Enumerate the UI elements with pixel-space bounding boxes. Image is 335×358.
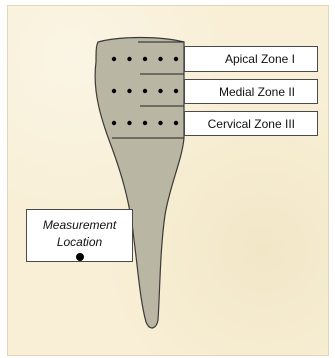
zone-dot xyxy=(158,121,162,125)
measurement-text: Measurement xyxy=(27,217,132,234)
cervical-zone-label: Cervical Zone III xyxy=(184,111,318,136)
measurement-location-box: Measurement Location xyxy=(26,209,133,262)
zone-dot xyxy=(143,89,147,93)
zone-dot xyxy=(127,89,131,93)
zone-dot xyxy=(112,57,116,61)
zone-dot xyxy=(127,121,131,125)
zone-dot xyxy=(143,57,147,61)
zone-dot xyxy=(112,121,116,125)
apical-zone-label: Apical Zone I xyxy=(184,46,318,72)
apical-zone-text: Apical Zone I xyxy=(225,52,295,66)
zone-dot xyxy=(158,57,162,61)
measurement-dot xyxy=(76,253,84,261)
zone-dot xyxy=(112,89,116,93)
zone-dot xyxy=(174,121,178,125)
cervical-zone-text: Cervical Zone III xyxy=(208,117,295,131)
location-text: Location xyxy=(27,234,132,251)
zone-dot xyxy=(158,89,162,93)
zone-dot xyxy=(174,89,178,93)
zone-dot xyxy=(127,57,131,61)
zone-dot xyxy=(174,57,178,61)
zone-dot xyxy=(143,121,147,125)
tooth-shape xyxy=(95,38,184,328)
medial-zone-label: Medial Zone II xyxy=(184,79,318,104)
medial-zone-text: Medial Zone II xyxy=(219,85,295,99)
